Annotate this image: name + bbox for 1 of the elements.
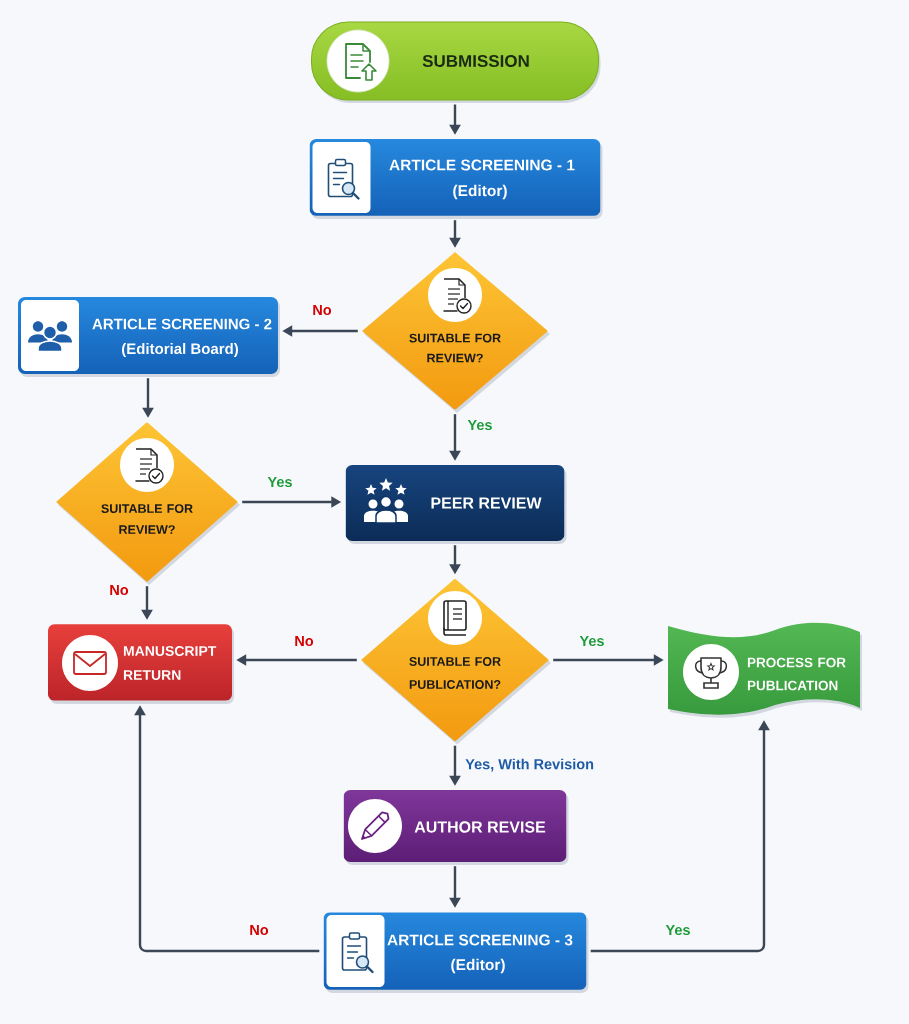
process-box: PEER REVIEW xyxy=(345,465,567,544)
